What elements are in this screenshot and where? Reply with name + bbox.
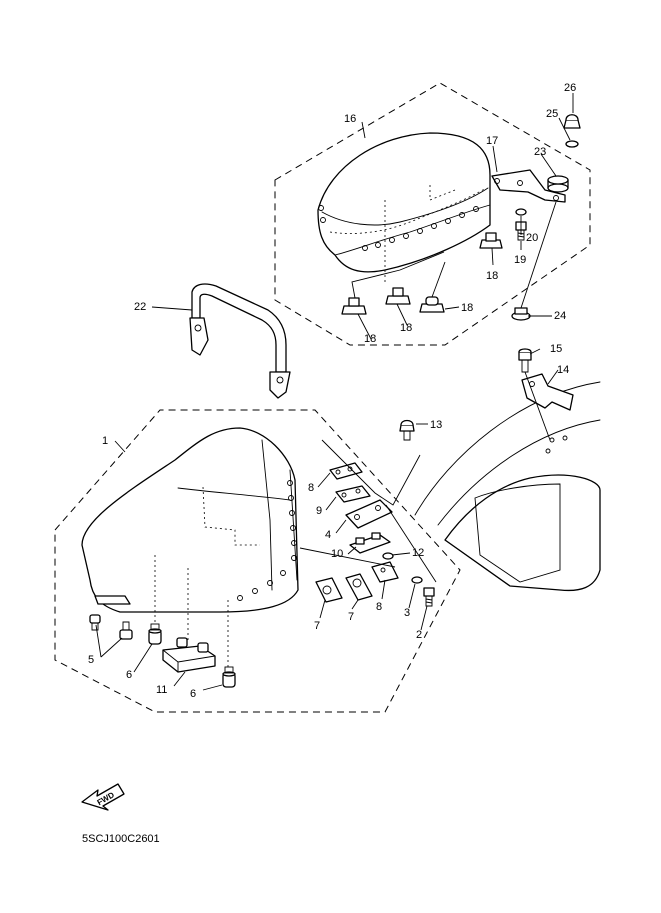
callout-3: 3 bbox=[404, 607, 410, 619]
clip-18-c bbox=[341, 297, 367, 315]
callout-7-b: 7 bbox=[348, 611, 354, 623]
washer-20 bbox=[515, 208, 527, 216]
callout-18-c: 18 bbox=[364, 333, 376, 345]
callout-20: 20 bbox=[526, 232, 538, 244]
damper-6-b bbox=[222, 666, 236, 688]
callout-24: 24 bbox=[554, 310, 566, 322]
rear-fender bbox=[414, 381, 601, 592]
callout-14: 14 bbox=[557, 364, 569, 376]
bolt-5-a bbox=[89, 614, 101, 631]
washer-12 bbox=[382, 552, 394, 560]
callout-10: 10 bbox=[331, 548, 343, 560]
bracket-17 bbox=[491, 169, 566, 203]
plate-8-lower bbox=[371, 561, 399, 583]
main-seat-group-outline bbox=[54, 409, 461, 713]
clip-7-b bbox=[345, 573, 373, 601]
callout-8-b: 8 bbox=[376, 601, 382, 613]
bolt-5-b bbox=[119, 621, 133, 640]
bolt-13 bbox=[399, 419, 415, 441]
bracket-14 bbox=[521, 373, 574, 411]
callout-1: 1 bbox=[102, 435, 108, 447]
callout-16: 16 bbox=[344, 113, 356, 125]
callout-11: 11 bbox=[156, 684, 167, 696]
clip-18-a bbox=[479, 232, 503, 249]
callout-5: 5 bbox=[88, 654, 94, 666]
callout-15: 15 bbox=[550, 343, 562, 355]
washer-3 bbox=[411, 576, 423, 584]
rear-seat bbox=[317, 132, 491, 282]
bracket-4 bbox=[345, 499, 393, 529]
damper-6-a bbox=[148, 623, 162, 645]
callout-18-b: 18 bbox=[400, 322, 412, 334]
callout-9: 9 bbox=[316, 505, 322, 517]
callout-22: 22 bbox=[134, 301, 146, 313]
fwd-arrow-icon: FWD bbox=[81, 783, 125, 811]
callout-19: 19 bbox=[514, 254, 526, 266]
plate-9 bbox=[335, 485, 371, 503]
cap-nut-26 bbox=[563, 114, 581, 129]
clip-18-b bbox=[385, 287, 411, 305]
callout-18-d: 18 bbox=[461, 302, 473, 314]
callout-6-a: 6 bbox=[126, 669, 132, 681]
clip-18-d bbox=[419, 296, 445, 313]
callout-18-a: 18 bbox=[486, 270, 498, 282]
washer-25 bbox=[565, 140, 579, 148]
bracket-10 bbox=[349, 532, 391, 554]
main-seat bbox=[81, 427, 299, 668]
callout-2: 2 bbox=[416, 629, 422, 641]
nut-24 bbox=[511, 307, 531, 321]
callout-4: 4 bbox=[325, 529, 331, 541]
callout-26: 26 bbox=[564, 82, 576, 94]
callout-25: 25 bbox=[546, 108, 558, 120]
rear-seat-group-outline bbox=[274, 82, 591, 346]
drawing-code: 5SCJ100C2601 bbox=[82, 833, 160, 845]
callout-23: 23 bbox=[534, 146, 546, 158]
bolt-2 bbox=[423, 587, 435, 607]
plate-8-upper bbox=[329, 462, 363, 480]
clip-7-a bbox=[315, 577, 343, 603]
callout-7-a: 7 bbox=[314, 620, 320, 632]
callout-12: 12 bbox=[412, 547, 424, 559]
callout-17: 17 bbox=[486, 135, 498, 147]
bracket-11 bbox=[162, 637, 216, 673]
grommet-23 bbox=[547, 175, 569, 193]
bolt-15 bbox=[518, 348, 532, 373]
callout-8-a: 8 bbox=[308, 482, 314, 494]
callout-13: 13 bbox=[430, 419, 442, 431]
grab-bar-22 bbox=[189, 283, 291, 399]
callout-6-b: 6 bbox=[190, 688, 196, 700]
